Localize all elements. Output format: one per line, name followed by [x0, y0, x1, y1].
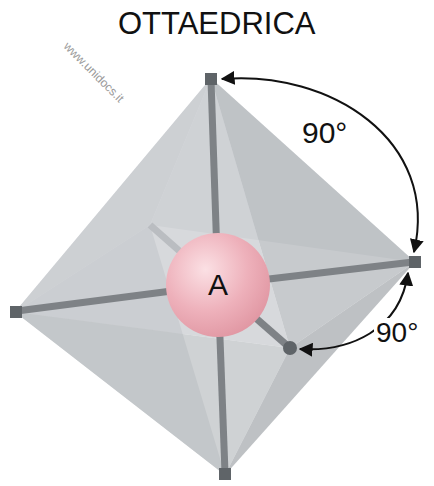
- central-atom: A: [166, 233, 270, 337]
- angle-arrow: [222, 78, 418, 252]
- angle-label: 90°: [300, 117, 349, 149]
- diagram-title: OTTAEDRICA: [118, 8, 316, 39]
- vertex-caps: [10, 73, 421, 480]
- watermark: www.unidocs.it: [62, 40, 127, 105]
- angle-label: 90°: [374, 318, 420, 348]
- front-face: [15, 312, 290, 475]
- atom-label: A: [208, 268, 228, 302]
- bond-rods: [17, 80, 413, 473]
